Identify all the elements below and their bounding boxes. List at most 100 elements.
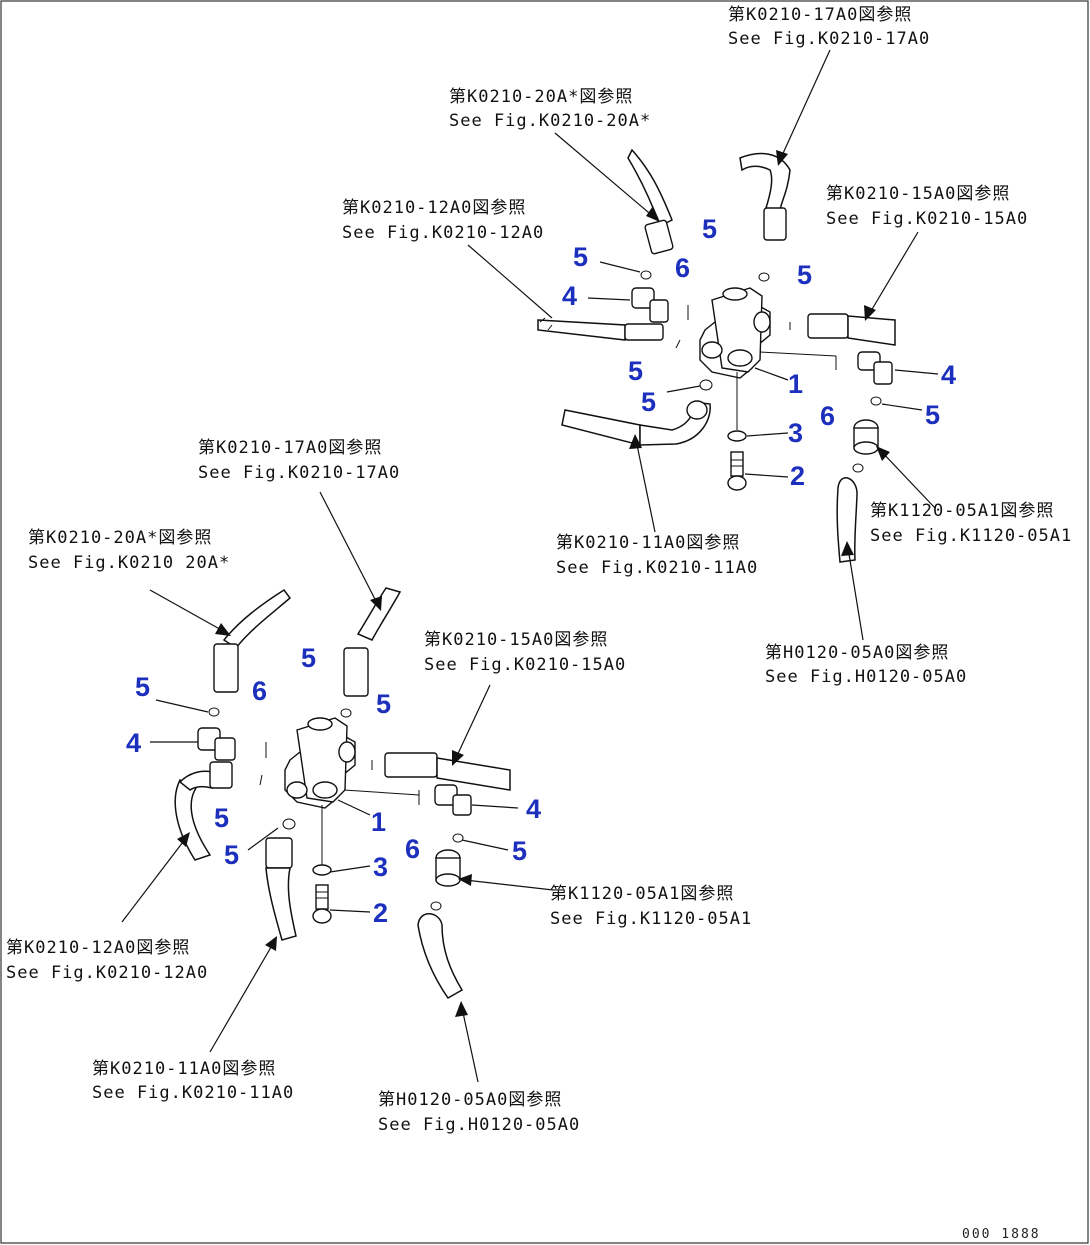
hose-upper-left[interactable] [537, 317, 664, 341]
ref-label: 第K0210-11A0図参照 See Fig.K0210-11A0 [92, 1059, 294, 1103]
adapter-upper[interactable] [853, 419, 879, 455]
o-ring [675, 339, 681, 349]
callout-leader [894, 369, 939, 375]
ref-label: 第H0120-05A0図参照 See Fig.H0120-05A0 [765, 643, 967, 687]
o-ring [452, 833, 464, 843]
svg-text:See Fig.K1120-05A1: See Fig.K1120-05A1 [870, 526, 1072, 546]
leader-line [319, 491, 379, 606]
callout-leader [155, 699, 209, 713]
callout-5: 5 [135, 672, 150, 702]
ref-label: 第K0210-12A0図参照 See Fig.K0210-12A0 [342, 198, 544, 243]
hose-lower-right[interactable] [384, 752, 511, 791]
svg-text:See Fig.H0120-05A0: See Fig.H0120-05A0 [765, 667, 967, 687]
svg-text:See Fig.K0210 20A*: See Fig.K0210 20A* [28, 553, 230, 573]
callout-4: 4 [562, 281, 577, 311]
ref-label: 第K1120-05A1図参照 See Fig.K1120-05A1 [870, 501, 1072, 546]
arrow-head [864, 305, 876, 321]
callout-5: 5 [573, 242, 588, 272]
leader-line [454, 684, 491, 761]
elbow-fitting-lower-right[interactable] [434, 784, 472, 816]
callout-leader [666, 385, 701, 393]
svg-text:See Fig.K0210-15A0: See Fig.K0210-15A0 [826, 209, 1028, 229]
elbow-fitting-upper-left[interactable] [631, 287, 669, 323]
washer-lower[interactable] [312, 864, 332, 876]
o-ring [208, 707, 220, 717]
arrow-head [841, 541, 854, 556]
elbow-fitting-lower-left[interactable] [197, 727, 236, 761]
upper-assembly [467, 49, 939, 641]
callout-4: 4 [526, 794, 541, 824]
callout-5: 5 [224, 840, 239, 870]
callout-leader [329, 909, 371, 913]
washer-upper[interactable] [727, 430, 747, 442]
svg-text:See Fig.K0210-17A0: See Fig.K0210-17A0 [728, 29, 930, 49]
callout-leader [247, 827, 279, 851]
hose-lower-top-center[interactable] [343, 587, 402, 697]
hose-upper-lower-right[interactable] [836, 477, 858, 563]
callout-5: 5 [702, 214, 717, 244]
hose-upper-top-left[interactable] [627, 148, 674, 255]
svg-text:第H0120-05A0図参照: 第H0120-05A0図参照 [765, 643, 949, 663]
arrow-head [455, 1001, 468, 1017]
hose-lower-top-left[interactable] [213, 588, 292, 693]
callout-leader [337, 799, 371, 816]
callout-5: 5 [301, 643, 316, 673]
leader-line [879, 449, 936, 509]
svg-text:第K0210-11A0図参照: 第K0210-11A0図参照 [92, 1059, 276, 1079]
leader-line [847, 547, 864, 641]
hose-lower-left[interactable] [174, 761, 233, 861]
leader-line [554, 132, 656, 219]
svg-text:See Fig.H0120-05A0: See Fig.H0120-05A0 [378, 1115, 580, 1135]
leader-line [149, 589, 226, 633]
callout-leader [599, 261, 641, 273]
leader-line [635, 439, 656, 533]
leader-line [209, 941, 275, 1053]
svg-text:第K1120-05A1図参照: 第K1120-05A1図参照 [870, 501, 1054, 521]
callout-4: 4 [126, 728, 141, 758]
hose-upper-bottom[interactable] [561, 400, 711, 446]
callout-6: 6 [675, 253, 690, 283]
arrow-head [458, 874, 472, 886]
svg-text:第K0210-11A0図参照: 第K0210-11A0図参照 [556, 533, 740, 553]
hose-lower-bottom-right[interactable] [417, 913, 464, 999]
valve-block-lower[interactable] [284, 717, 356, 865]
adapter-lower[interactable] [435, 849, 461, 887]
o-ring [640, 270, 652, 280]
svg-text:第K0210-20A*図参照: 第K0210-20A*図参照 [449, 87, 633, 107]
ref-label: 第K1120-05A1図参照 See Fig.K1120-05A1 [550, 884, 752, 929]
hose-upper-top-right[interactable] [739, 152, 791, 241]
callout-5: 5 [925, 400, 940, 430]
hose-lower-center[interactable] [265, 837, 297, 941]
valve-block-upper[interactable] [699, 287, 771, 430]
callout-4: 4 [941, 360, 956, 390]
callout-5: 5 [214, 803, 229, 833]
callout-1: 1 [371, 807, 386, 837]
svg-text:第K0210-15A0図参照: 第K0210-15A0図参照 [826, 184, 1010, 204]
ref-label: 第K0210-11A0図参照 See Fig.K0210-11A0 [556, 533, 758, 578]
elbow-fitting-upper-right[interactable] [857, 351, 893, 385]
hose-upper-right[interactable] [807, 313, 896, 346]
callout-leader [744, 473, 789, 478]
arrow-head [452, 750, 464, 766]
bolt-upper[interactable] [727, 451, 747, 491]
callout-leader [329, 865, 371, 873]
pin-guide-line [759, 351, 837, 357]
o-ring [758, 272, 770, 282]
callout-6: 6 [820, 401, 835, 431]
svg-text:第K0210-15A0図参照: 第K0210-15A0図参照 [424, 630, 608, 650]
svg-text:See Fig.K1120-05A1: See Fig.K1120-05A1 [550, 909, 752, 929]
svg-text:See Fig.K0210-17A0: See Fig.K0210-17A0 [198, 463, 400, 483]
arrow-head [370, 596, 382, 611]
o-ring [340, 708, 352, 718]
o-ring [282, 818, 296, 830]
o-ring [259, 774, 263, 786]
o-ring [870, 396, 882, 406]
callout-3: 3 [788, 418, 803, 448]
arrow-head [629, 434, 642, 449]
svg-text:See Fig.K0210-11A0: See Fig.K0210-11A0 [92, 1083, 294, 1103]
svg-text:See Fig.K0210-12A0: See Fig.K0210-12A0 [342, 223, 544, 243]
bolt-lower[interactable] [312, 884, 332, 924]
svg-text:See Fig.K0210-11A0: See Fig.K0210-11A0 [556, 558, 758, 578]
callout-leader [754, 367, 789, 381]
o-ring [430, 901, 442, 911]
